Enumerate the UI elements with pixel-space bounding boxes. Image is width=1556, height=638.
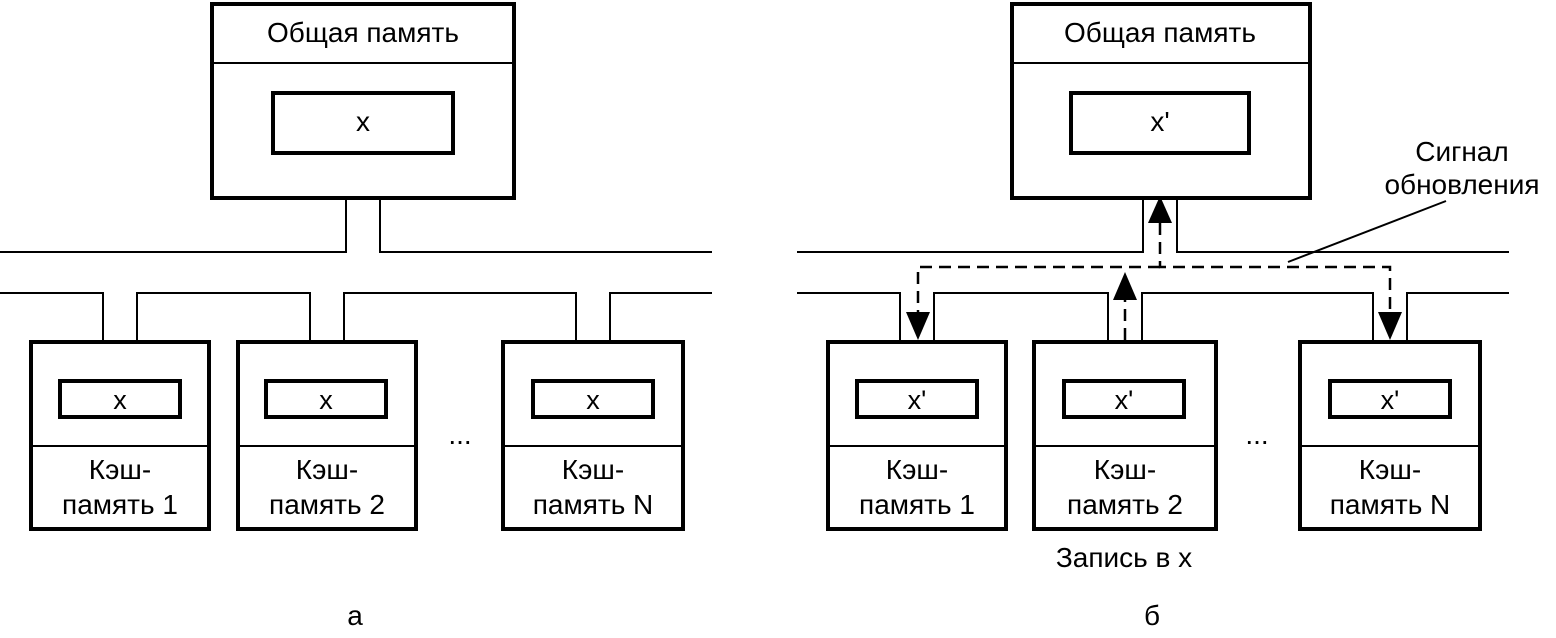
signal-path-right bbox=[1158, 223, 1392, 312]
cache-cell bbox=[58, 379, 182, 419]
bus-upper-left-b bbox=[797, 198, 1144, 253]
caption-b: б bbox=[1144, 600, 1160, 631]
bus-lower-seg4-a bbox=[609, 292, 712, 342]
bus-upper-left-a bbox=[0, 198, 347, 253]
cache-label-line1: Кэш- bbox=[89, 454, 151, 485]
signal-path-left bbox=[916, 265, 1160, 312]
cache-cell bbox=[264, 379, 388, 419]
ellipsis-b: ... bbox=[1245, 419, 1268, 450]
signal-leader-line bbox=[1287, 200, 1447, 263]
cache-label-line1: Кэш- bbox=[1359, 454, 1421, 485]
cache-box bbox=[29, 340, 211, 531]
bus-b bbox=[797, 198, 1509, 342]
bus-lower-seg2-a bbox=[136, 292, 311, 342]
bus-lower-seg1-b bbox=[797, 292, 901, 342]
cache-cell bbox=[1328, 379, 1452, 419]
cache-cell bbox=[855, 379, 979, 419]
cache-label-line2: память 1 bbox=[62, 489, 178, 520]
arrow-up-from-cache-2 bbox=[1113, 272, 1137, 300]
cache-cell bbox=[531, 379, 655, 419]
bus-lower-seg3-a bbox=[343, 292, 577, 342]
write-label: Запись в x bbox=[1056, 542, 1192, 573]
update-signal-paths bbox=[906, 196, 1447, 340]
cache-label-line2: память 2 bbox=[269, 489, 385, 520]
bus-lower-seg2-b bbox=[933, 292, 1109, 342]
bus-lower-seg4-b bbox=[1406, 292, 1509, 342]
cache-1-a: x Кэш- память 1 bbox=[29, 340, 211, 531]
signal-label-line2: обновления bbox=[1384, 169, 1539, 200]
shared-memory-cell-a bbox=[271, 91, 455, 155]
shared-memory-b: Общая память x' bbox=[1010, 2, 1312, 200]
shared-memory-a: Общая память x bbox=[210, 2, 516, 200]
cache-1-b: x' Кэш- память 1 bbox=[826, 340, 1008, 531]
arrow-down-to-cache-n bbox=[1378, 312, 1402, 340]
bus-lower-seg1-a bbox=[0, 292, 104, 342]
cache-cell-value: x bbox=[113, 385, 127, 415]
shared-memory-title-b: Общая память bbox=[1064, 17, 1256, 48]
ellipsis-a: ... bbox=[448, 419, 471, 450]
cache-cell-value: x' bbox=[1115, 385, 1134, 415]
bus-upper-right-b bbox=[1176, 198, 1509, 253]
cache-label-line2: память N bbox=[1330, 489, 1451, 520]
cache-2-a: x Кэш- память 2 bbox=[236, 340, 418, 531]
cache-2-b: x' Кэш- память 2 bbox=[1032, 340, 1218, 531]
shared-memory-cell-value-a: x bbox=[356, 106, 370, 137]
cache-label-line1: Кэш- bbox=[562, 454, 624, 485]
bus-a bbox=[0, 198, 712, 342]
cache-label-line2: память N bbox=[533, 489, 654, 520]
cache-label-line1: Кэш- bbox=[1094, 454, 1156, 485]
cache-box bbox=[1298, 340, 1482, 531]
cache-cell-value: x' bbox=[908, 385, 927, 415]
panel-a: Общая память x x Кэш- память 1 x bbox=[0, 2, 712, 631]
signal-label-line1: Сигнал bbox=[1415, 136, 1508, 167]
cache-box bbox=[826, 340, 1008, 531]
panel-b: Общая память x' Сигнал обновления bbox=[797, 2, 1540, 631]
arrow-down-to-cache-1 bbox=[906, 312, 930, 340]
arrow-up-to-memory bbox=[1148, 196, 1172, 223]
cache-n-b: x' Кэш- память N bbox=[1298, 340, 1482, 531]
cache-cell-value: x bbox=[319, 385, 333, 415]
cache-label-line1: Кэш- bbox=[886, 454, 948, 485]
bus-lower-seg3-b bbox=[1141, 292, 1374, 342]
cache-cell bbox=[1062, 379, 1186, 419]
cache-label-line1: Кэш- bbox=[296, 454, 358, 485]
shared-memory-cell-value-b: x' bbox=[1150, 106, 1169, 137]
cache-label-line2: память 1 bbox=[859, 489, 975, 520]
cache-cell-value: x' bbox=[1381, 385, 1400, 415]
cache-cell-value: x bbox=[586, 385, 600, 415]
cache-box bbox=[501, 340, 685, 531]
caption-a: а bbox=[347, 600, 363, 631]
cache-box bbox=[1032, 340, 1218, 531]
cache-box bbox=[236, 340, 418, 531]
cache-label-line2: память 2 bbox=[1067, 489, 1183, 520]
shared-memory-cell-b bbox=[1069, 91, 1251, 155]
shared-memory-title-a: Общая память bbox=[267, 17, 459, 48]
cache-n-a: x Кэш- память N bbox=[501, 340, 685, 531]
bus-upper-right-a bbox=[379, 198, 712, 253]
